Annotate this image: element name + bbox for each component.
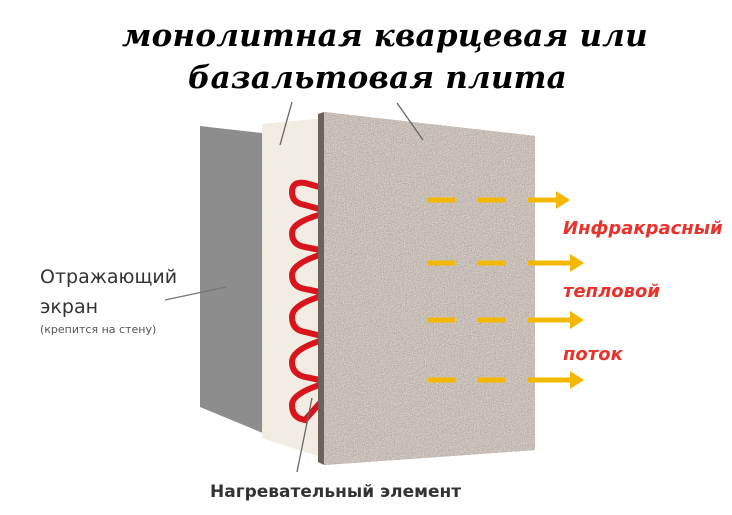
title-line-1: монолитная кварцевая или [122,18,648,54]
leader-screen [164,286,227,301]
flow-arrow-1 [428,191,570,209]
screen-note: (крепится на стену) [40,323,157,336]
leader-quartz [279,101,293,146]
flow-label-3: поток [563,344,623,365]
screen-label-line1: Отражающий [40,266,178,288]
screen-label: Отражающий экран [40,262,177,322]
flow-label-2: тепловой [563,281,660,302]
heating-coil [288,179,333,424]
flow-arrow-2 [428,254,584,272]
flow-label-1: Инфракрасный [563,218,723,239]
title-line-2: базальтовая плита [188,60,567,96]
reflector-screen [200,126,270,436]
flow-arrow-4 [428,371,584,389]
flow-arrows [428,191,584,389]
leader-heater [296,397,313,473]
flow-arrow-3 [428,311,584,329]
heater-label: Нагревательный элемент [210,482,462,502]
stone-plate [324,112,535,465]
leader-stone [396,102,424,141]
screen-label-line2: экран [40,296,99,318]
